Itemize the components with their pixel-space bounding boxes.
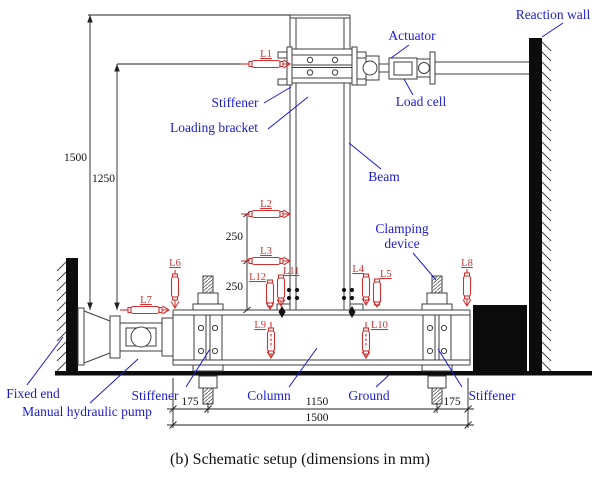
- pin: [362, 60, 378, 76]
- lvdt-l3: L3: [241, 246, 292, 266]
- clamp-and-stiffener-right: [421, 275, 453, 405]
- lvdt-l7: L7: [120, 295, 171, 315]
- dimension-lines: 1500 1250 250 250 175 1150 175 1500: [64, 14, 474, 429]
- svg-text:L5: L5: [380, 269, 392, 280]
- label-ground: Ground: [348, 388, 389, 403]
- dim-1150: 1150: [306, 396, 329, 408]
- svg-text:L1: L1: [260, 49, 272, 60]
- lvdt-l5: L5: [372, 269, 392, 309]
- reaction-wall: [529, 38, 552, 372]
- lvdt-sensors: L1 L2 L3 L7: [120, 49, 473, 360]
- label-stiffener-left: Stiffener: [132, 388, 179, 403]
- svg-text:L6: L6: [169, 258, 181, 269]
- bolt-stud: [277, 51, 288, 59]
- svg-text:L11: L11: [283, 266, 300, 277]
- beam-base-bolts: [286, 287, 355, 301]
- clamp-nut: [197, 292, 219, 305]
- clamp-nut: [198, 375, 218, 389]
- actuator-assembly: [362, 51, 529, 85]
- lvdt-l1: L1: [241, 49, 292, 69]
- loading-bracket: [277, 46, 367, 86]
- lvdt-l12: L12: [249, 272, 275, 311]
- stiffener-plate: [193, 314, 223, 361]
- jack-cone: [83, 310, 111, 364]
- support-block: [473, 305, 527, 371]
- pin: [130, 326, 152, 348]
- label-beam: Beam: [368, 169, 400, 184]
- label-clamping-device-line1: Clamping: [375, 221, 428, 236]
- label-actuator: Actuator: [388, 28, 436, 43]
- label-loading-bracket: Loading bracket: [170, 120, 258, 135]
- label-clamping-device-line2: device: [384, 236, 419, 251]
- beam-base-angles: [276, 303, 364, 310]
- label-load-cell: Load cell: [396, 94, 447, 109]
- threaded-rod: [202, 275, 214, 295]
- svg-text:L9: L9: [254, 320, 266, 331]
- annotations: Reaction wall Actuator Load cell Stiffen…: [6, 7, 590, 419]
- svg-text:L3: L3: [260, 246, 272, 257]
- lvdt-l11: L11: [276, 266, 300, 308]
- bolt-stud: [356, 51, 367, 59]
- svg-text:L12: L12: [249, 272, 266, 283]
- dim-1500-height: 1500: [64, 152, 87, 164]
- dim-175-left: 175: [181, 396, 199, 408]
- label-reaction-wall: Reaction wall: [516, 7, 591, 22]
- label-fixed-end: Fixed end: [6, 386, 60, 401]
- svg-text:L10: L10: [371, 320, 388, 331]
- label-manual-hydraulic-pump: Manual hydraulic pump: [22, 404, 152, 419]
- label-stiffener-top: Stiffener: [212, 95, 259, 110]
- lvdt-l2: L2: [241, 199, 292, 219]
- ground: [55, 371, 592, 376]
- column: [172, 309, 471, 366]
- lvdt-l9: L9: [254, 320, 276, 360]
- threaded-rod: [202, 387, 214, 405]
- fixed-end-wall: [56, 258, 78, 372]
- pin: [418, 62, 430, 74]
- svg-text:L2: L2: [260, 199, 272, 210]
- bolt-stud: [356, 78, 367, 86]
- label-column: Column: [247, 388, 291, 403]
- hydraulic-jack-assembly: [77, 307, 174, 366]
- clamp-and-stiffener-left: [192, 275, 224, 405]
- rod-flange: [429, 51, 436, 85]
- dim-175-right: 175: [443, 396, 461, 408]
- actuator-rod: [435, 61, 529, 75]
- wall-hatching: [541, 41, 552, 372]
- dim-250-lower: 250: [226, 281, 244, 293]
- dim-250-upper: 250: [226, 231, 244, 243]
- label-stiffener-right: Stiffener: [469, 388, 516, 403]
- dim-1250-height: 1250: [92, 173, 115, 185]
- dim-1500-total: 1500: [306, 412, 329, 424]
- svg-text:L8: L8: [461, 258, 473, 269]
- beam: [276, 14, 364, 310]
- wall-hatching: [56, 261, 67, 372]
- lvdt-l4: L4: [352, 264, 371, 307]
- leader-lines: [26, 22, 564, 404]
- clamp-plate: [192, 303, 224, 311]
- svg-text:L4: L4: [352, 264, 364, 275]
- lvdt-l6: L6: [169, 258, 181, 310]
- figure-caption: (b) Schematic setup (dimensions in mm): [170, 451, 430, 468]
- svg-text:L7: L7: [140, 295, 152, 306]
- lvdt-l10: L10: [361, 320, 388, 360]
- bolt-stud: [277, 78, 288, 86]
- lvdt-l8: L8: [461, 258, 473, 308]
